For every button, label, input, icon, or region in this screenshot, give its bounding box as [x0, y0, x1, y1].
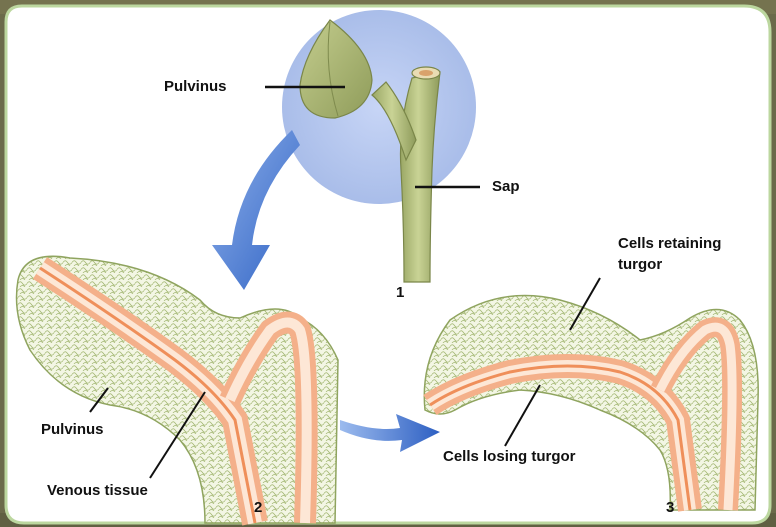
step-number-2: 2	[254, 499, 262, 516]
label-sap: Sap	[492, 178, 520, 196]
label-venous-tissue: Venous tissue	[47, 482, 148, 500]
stem-cut-core	[419, 70, 433, 76]
label-pulvinus-left: Pulvinus	[41, 421, 104, 439]
label-cells-retaining-line1: Cells retaining	[618, 235, 721, 253]
step-number-1: 1	[396, 284, 404, 301]
step-number-3: 3	[666, 499, 674, 516]
label-pulvinus-top: Pulvinus	[164, 78, 227, 96]
label-cells-retaining-line2: turgor	[618, 256, 662, 274]
label-cells-losing: Cells losing turgor	[443, 448, 576, 466]
